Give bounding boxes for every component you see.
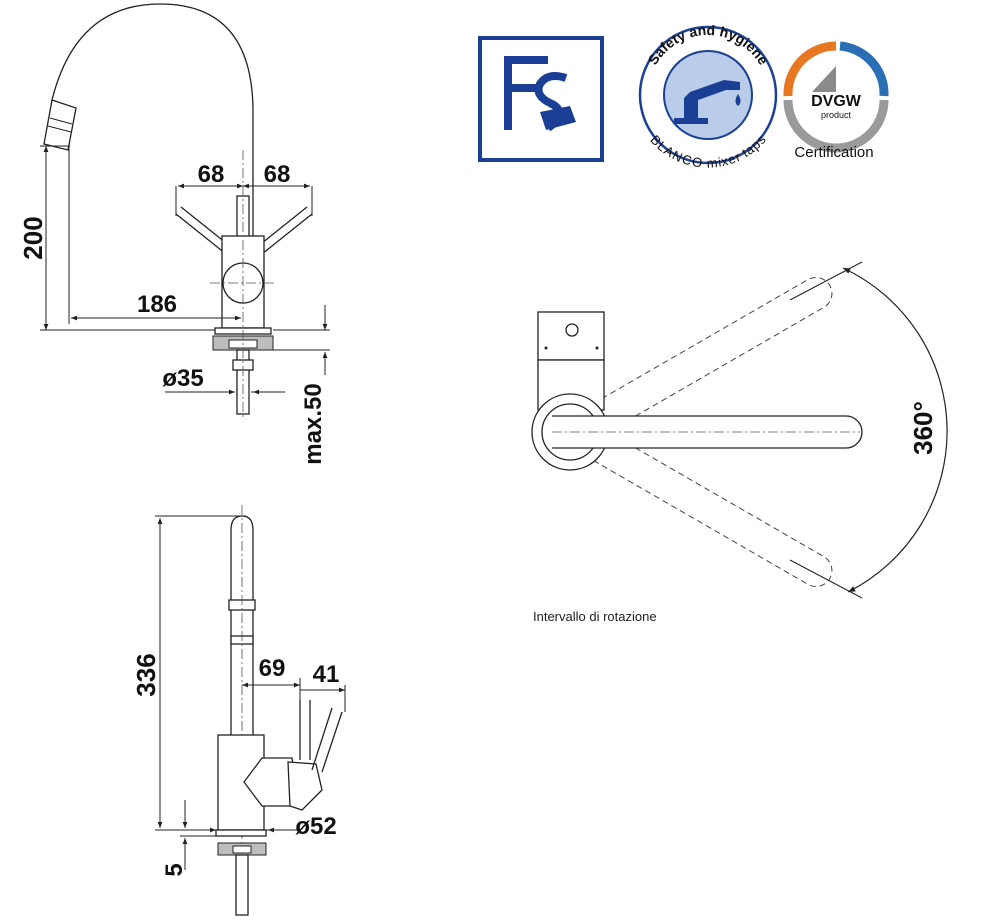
dvgw-title: DVGW [811, 93, 862, 110]
rotation-angle-label: 360° [908, 401, 938, 455]
rotation-caption: Intervallo di rotazione [533, 609, 657, 624]
dim-body-diameter: ø52 [295, 813, 336, 840]
dim-handle-offset: 41 [313, 661, 340, 688]
dvgw-caption: Certification [794, 144, 873, 161]
mixer-tap-icon [674, 80, 740, 124]
dim-max-thickness: max.50 [300, 383, 327, 464]
aerator [43, 99, 77, 151]
dvgw-sub: product [821, 110, 852, 120]
dim-total-height: 336 [131, 653, 161, 696]
dvgw-badge: DVGW product Certification [783, 41, 889, 161]
front-view: 200 68 68 186 ø35 max.50 [18, 3, 330, 465]
side-lever-tilted [311, 707, 333, 771]
dim-handle-left: 68 [198, 161, 225, 188]
dim-base-plate: 5 [161, 863, 188, 876]
spout-inner [45, 3, 254, 320]
dim-handle-depth: 69 [259, 655, 286, 682]
dim-base-diameter: ø35 [162, 365, 203, 392]
side-threaded-rod [235, 854, 249, 916]
rotation-spout [552, 415, 863, 449]
side-view: 336 69 41 ø52 5 [131, 505, 346, 916]
dim-spout-height: 200 [18, 216, 48, 259]
safety-badge: Safety and hygiene BLANCO mixer taps [638, 22, 778, 171]
dim-spout-reach: 186 [137, 291, 177, 318]
dim-handle-right: 68 [264, 161, 291, 188]
rotation-view: 360° [531, 261, 948, 599]
hygiene-logo [478, 36, 604, 162]
